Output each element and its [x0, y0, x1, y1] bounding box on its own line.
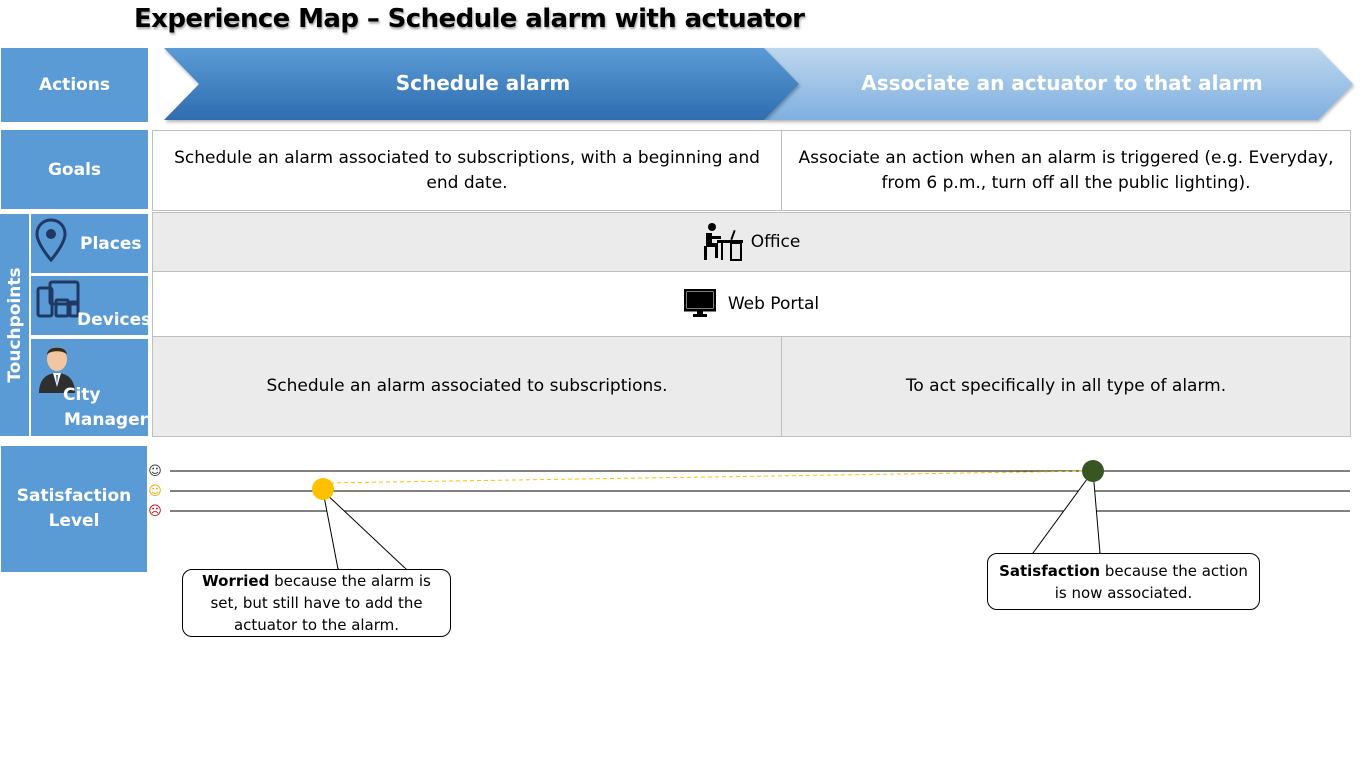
places-cell: Office: [152, 212, 1351, 272]
devices-label: Devices: [31, 276, 151, 335]
actions-chevrons: [164, 48, 1353, 120]
goals-label: Goals: [1, 130, 148, 209]
page-title: Experience Map – Schedule alarm with act…: [134, 4, 805, 34]
city-manager-cell-1: To act specifically in all type of alarm…: [781, 336, 1351, 437]
devices-cell: Web Portal: [152, 271, 1351, 337]
goal-cell-1: Associate an action when an alarm is tri…: [781, 130, 1351, 211]
callout-pointer-0: [322, 489, 408, 570]
touchpoints-label: Touchpoints: [0, 214, 29, 436]
step-label-0: Schedule alarm: [395, 71, 571, 95]
devices-icon: [36, 280, 80, 318]
callout-pointer-1: [1032, 469, 1101, 554]
location-pin-icon: [35, 218, 67, 262]
monitor-icon: [683, 289, 716, 317]
satisfaction-point-0: [312, 478, 334, 500]
city-manager-cell-0: Schedule an alarm associated to subscrip…: [152, 336, 782, 437]
step-chevron-0: [164, 48, 799, 120]
callout-satisfaction: Satisfaction because the action is now a…: [987, 553, 1260, 610]
office-desk-icon: [703, 223, 743, 261]
step-label-1: Associate an actuator to that alarm: [861, 71, 1263, 95]
satisfaction-trend-line: [322, 470, 1094, 484]
city-manager-label-line-0: City: [63, 385, 101, 405]
step-chevron-1: [764, 48, 1353, 120]
sad-face-icon: ☹: [148, 504, 162, 519]
city-manager-avatar-icon: [39, 347, 75, 393]
places-label: Places: [31, 214, 148, 273]
satisfaction-point-1: [1082, 460, 1104, 482]
city-manager-label: City Manager: [31, 339, 148, 436]
satisfaction-label: Satisfaction Level: [1, 446, 147, 572]
neutral-face-icon: ☺: [148, 484, 162, 499]
happy-face-icon: ☺: [148, 464, 162, 479]
city-manager-label-line-1: Manager: [63, 410, 148, 430]
actions-label: Actions: [1, 48, 148, 122]
goal-cell-0: Schedule an alarm associated to subscrip…: [152, 130, 782, 211]
callout-worried: Worried because the alarm is set, but st…: [182, 569, 451, 637]
